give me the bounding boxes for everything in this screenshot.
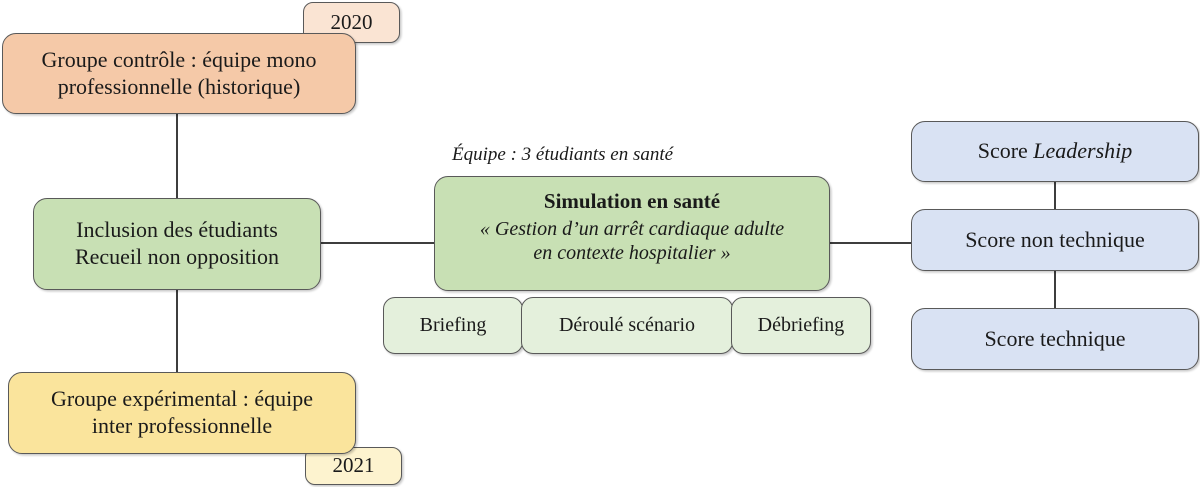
score-non-technique-label: Score non technique [965, 226, 1145, 252]
connector-nontechnique-to-technique [1054, 267, 1056, 312]
score-technique-label: Score technique [984, 325, 1126, 351]
node-simulation-en-sante: Simulation en santé « Gestion d’un arrêt… [434, 176, 830, 291]
connector-leadership-to-nontechnique [1054, 178, 1056, 213]
node-phase-debriefing: Débriefing [731, 297, 871, 354]
inclusion-line-1: Inclusion des étudiants [76, 217, 278, 243]
score-leadership-emphasis: Leadership [1033, 138, 1133, 164]
groupe-controle-line-2: professionnelle (historique) [57, 73, 301, 99]
score-leadership-label: Score Leadership [978, 138, 1133, 165]
groupe-experimental-line-1: Groupe expérimental : équipe [50, 386, 314, 412]
node-phase-briefing: Briefing [383, 297, 523, 354]
connector-inclusion-to-simulation [318, 242, 438, 244]
node-phase-deroule-scenario: Déroulé scénario [521, 297, 733, 354]
node-inclusion-etudiants: Inclusion des étudiants Recueil non oppo… [33, 198, 321, 290]
node-score-non-technique: Score non technique [911, 209, 1199, 271]
year-tag-2020-label: 2020 [330, 9, 373, 34]
node-score-technique: Score technique [911, 308, 1199, 370]
simulation-quote-line-1: « Gestion d’un arrêt cardiaque adulte [479, 217, 785, 240]
simulation-quote-line-2: en contexte hospitalier » [533, 241, 731, 264]
phase-debriefing-label: Débriefing [757, 314, 845, 337]
connector-inclusion-to-experimental [176, 286, 178, 376]
groupe-experimental-line-2: inter professionnelle [91, 413, 273, 438]
score-leadership-prefix: Score [977, 138, 1034, 164]
inclusion-line-2: Recueil non opposition [74, 244, 280, 269]
connector-control-to-inclusion [176, 110, 178, 202]
label-equipe-composition: Équipe : 3 étudiants en santé [452, 144, 674, 165]
simulation-title: Simulation en santé [543, 189, 721, 213]
node-groupe-controle: Groupe contrôle : équipe mono profession… [2, 33, 356, 114]
groupe-controle-line-1: Groupe contrôle : équipe mono [41, 46, 317, 72]
year-tag-2021-label: 2021 [332, 453, 375, 478]
year-tag-2021: 2021 [305, 447, 402, 485]
phase-deroule-label: Déroulé scénario [558, 314, 696, 337]
connector-simulation-to-scores [826, 242, 915, 244]
phase-briefing-label: Briefing [419, 314, 487, 337]
node-groupe-experimental: Groupe expérimental : équipe inter profe… [8, 372, 356, 454]
node-score-leadership: Score Leadership [911, 121, 1199, 182]
